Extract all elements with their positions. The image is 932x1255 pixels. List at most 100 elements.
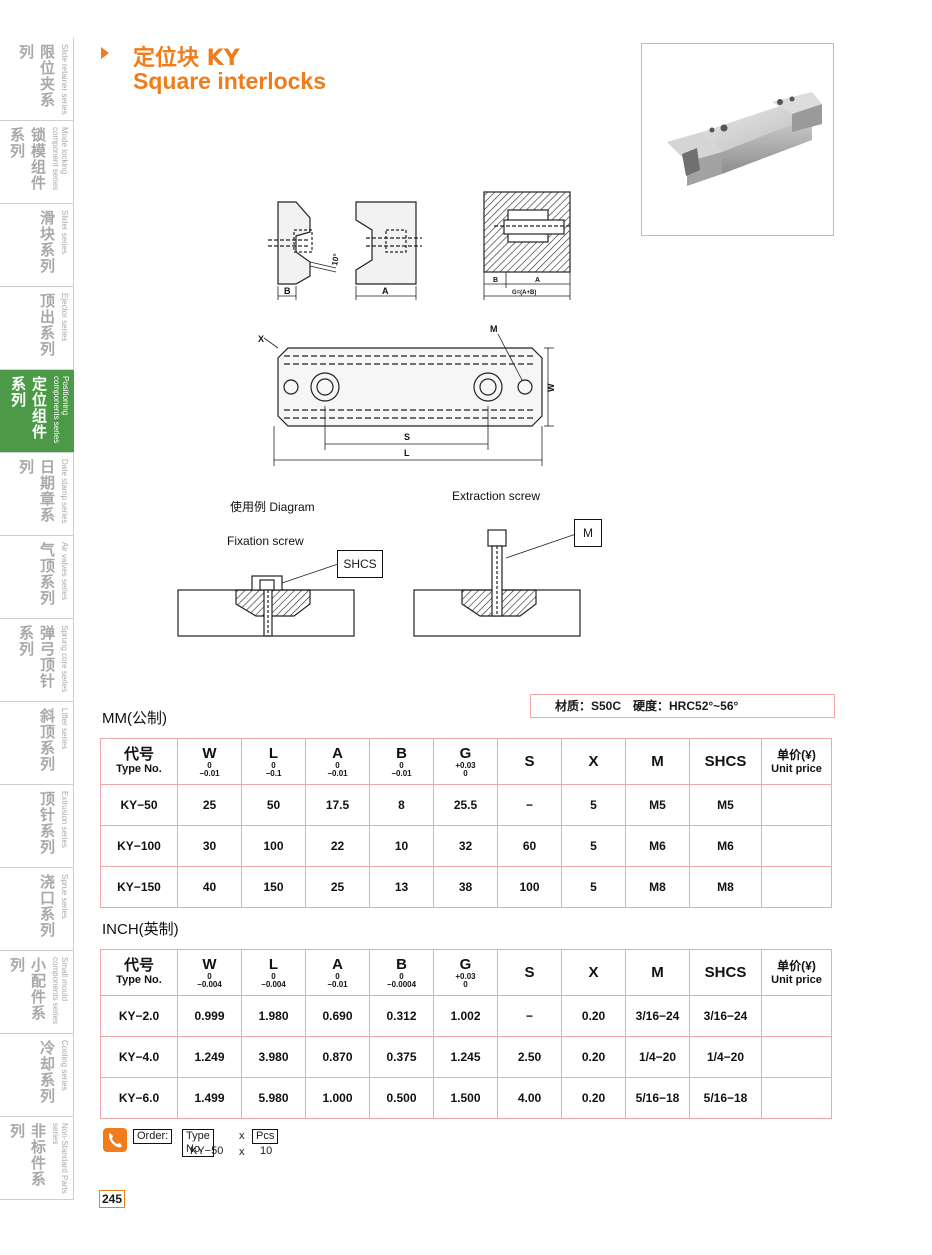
table-cell: 1.002 (433, 995, 498, 1037)
table-cell: 0.500 (369, 1077, 434, 1119)
tolerance-upper: 0 (335, 760, 340, 770)
sidebar-item-zh-label: 冷却系列 (38, 1040, 56, 1104)
column-header: SHCS (689, 738, 762, 785)
shcs-box-label: SHCS (337, 550, 383, 578)
table-cell: 60 (497, 825, 562, 867)
column-header: M (625, 738, 690, 785)
order-x: x (239, 1130, 245, 1142)
column-header-main: X (588, 752, 599, 770)
column-header-main: A (332, 955, 343, 973)
sidebar-item-zh-label: 弹弓顶针系列 (17, 625, 56, 689)
table-cell: 100 (497, 866, 562, 908)
table-cell: 8 (369, 784, 434, 826)
table-cell: 5 (561, 784, 626, 826)
table-cell: KY−6.0 (100, 1077, 178, 1119)
table-cell: M6 (689, 825, 762, 867)
angle-label: 10° (330, 253, 341, 266)
table-cell (761, 784, 832, 826)
table-cell: KY−4.0 (100, 1036, 178, 1078)
column-header-main: B (396, 744, 407, 762)
table-cell: 2.50 (497, 1036, 562, 1078)
table-cell: KY−150 (100, 866, 178, 908)
table-cell: 50 (241, 784, 306, 826)
column-header-main: B (396, 955, 407, 973)
tolerance-lower: −0.01 (199, 768, 220, 778)
sidebar-item-en-label: Date stamp series (60, 459, 69, 524)
material-spec: 材质：S50C 硬度：HRC52°~56° (530, 694, 835, 718)
sidebar-item-en-label: Non-Standard Parts series (51, 1123, 69, 1194)
table-cell: 1/4−20 (689, 1036, 762, 1078)
mm-table-title: MM(公制) (102, 710, 167, 727)
table-cell: 25 (177, 784, 242, 826)
column-header-main: W (202, 955, 217, 973)
column-header-main: W (202, 744, 217, 762)
sidebar-item-en-label: Slide retainer series (60, 44, 69, 115)
sidebar-item-zh-label: 定位组件系列 (9, 376, 48, 440)
order-type-no-box: Type No. (182, 1129, 214, 1157)
table-cell: M6 (625, 825, 690, 867)
column-header-main: G (459, 955, 472, 973)
title-arrow-icon (101, 47, 109, 59)
table-cell: 10 (369, 825, 434, 867)
page-number: 245 (99, 1190, 126, 1208)
tolerance-lower: −0.01 (327, 979, 348, 989)
column-header-main: M (651, 963, 664, 981)
tolerance-lower: 0 (463, 768, 468, 778)
sidebar-item-en-label: Sprue series (60, 874, 69, 919)
order-example-qty: 10 (260, 1145, 273, 1157)
column-header-main: 单价(¥) (777, 959, 816, 973)
table-cell: M5 (625, 784, 690, 826)
tolerance-upper: 0 (399, 971, 404, 981)
tolerance-lower: −0.0004 (386, 979, 417, 989)
tolerance-upper: 0 (271, 971, 276, 981)
order-pcs-box: Pcs (252, 1129, 279, 1144)
table-cell: 1/4−20 (625, 1036, 690, 1078)
sidebar-item-en-label: Slider series (60, 210, 69, 255)
table-cell: KY−50 (100, 784, 178, 826)
table-cell (761, 825, 832, 867)
tolerance-lower: 0 (463, 979, 468, 989)
w-label: W (546, 383, 556, 392)
column-header-main: SHCS (704, 752, 747, 770)
column-header-main: A (332, 744, 343, 762)
table-cell: 0.20 (561, 1077, 626, 1119)
sidebar-item-zh-label: 日期章系列 (17, 459, 56, 523)
phone-icon (103, 1128, 127, 1152)
column-header-sub: Unit price (771, 763, 822, 775)
dim-a-label: A (382, 286, 389, 296)
order-label: Order: (133, 1129, 173, 1144)
column-header-main: S (524, 752, 535, 770)
tolerance-lower: −0.004 (261, 979, 286, 989)
column-header-sub: Unit price (771, 974, 822, 986)
table-cell (761, 1036, 832, 1078)
sidebar-item-en-label: Ejector series (60, 293, 69, 342)
sidebar-item-zh-label: 浇口系列 (38, 874, 56, 938)
sidebar-item-7[interactable]: 弹弓顶针系列 Sprung core series (0, 619, 74, 702)
table-cell: 30 (177, 825, 242, 867)
sidebar-item-10[interactable]: 浇口系列 Sprue series (0, 868, 74, 951)
product-photo (641, 43, 834, 236)
column-header-main: X (588, 963, 599, 981)
sidebar-item-5[interactable]: 日期章系列 Date stamp series (0, 453, 74, 536)
column-header-main: M (651, 752, 664, 770)
sidebar-item-en-label: Sprung core series (60, 625, 69, 693)
column-header: X (561, 949, 626, 996)
